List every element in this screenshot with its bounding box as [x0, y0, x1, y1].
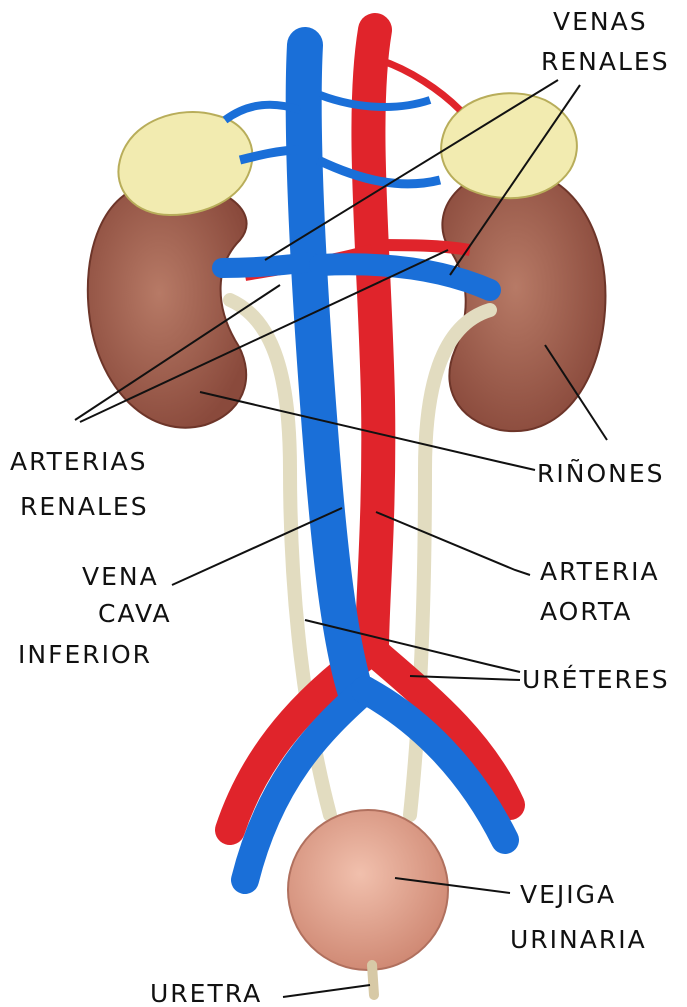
label-ureteres: URÉTERES — [522, 665, 670, 694]
left-renal-vein — [222, 262, 310, 268]
label-renales-venas: RENALES — [541, 47, 670, 76]
right-kidney — [442, 170, 605, 432]
label-renales-arterias: RENALES — [20, 492, 149, 521]
bladder — [288, 810, 448, 970]
aorta — [368, 30, 378, 650]
label-vena: VENA — [82, 562, 159, 591]
urethra — [372, 965, 374, 995]
leader-arteria-aorta — [376, 512, 530, 575]
label-urinaria: URINARIA — [510, 925, 647, 954]
label-aorta: AORTA — [540, 597, 632, 626]
label-uretra: URETRA — [150, 979, 262, 1007]
left-kidney — [88, 183, 247, 427]
leader-uretra — [283, 985, 370, 997]
label-vejiga: VEJIGA — [520, 880, 616, 909]
label-arteria: ARTERIA — [540, 557, 660, 586]
label-rinones: RIÑONES — [537, 458, 665, 488]
label-arterias: ARTERIAS — [10, 447, 147, 476]
label-inferior: INFERIOR — [18, 640, 152, 669]
label-venas: VENAS — [553, 7, 648, 36]
label-cava: CAVA — [98, 599, 172, 628]
right-renal-artery — [372, 245, 470, 250]
right-iliac-artery — [372, 650, 510, 805]
vena-cava-inferior — [304, 45, 355, 690]
